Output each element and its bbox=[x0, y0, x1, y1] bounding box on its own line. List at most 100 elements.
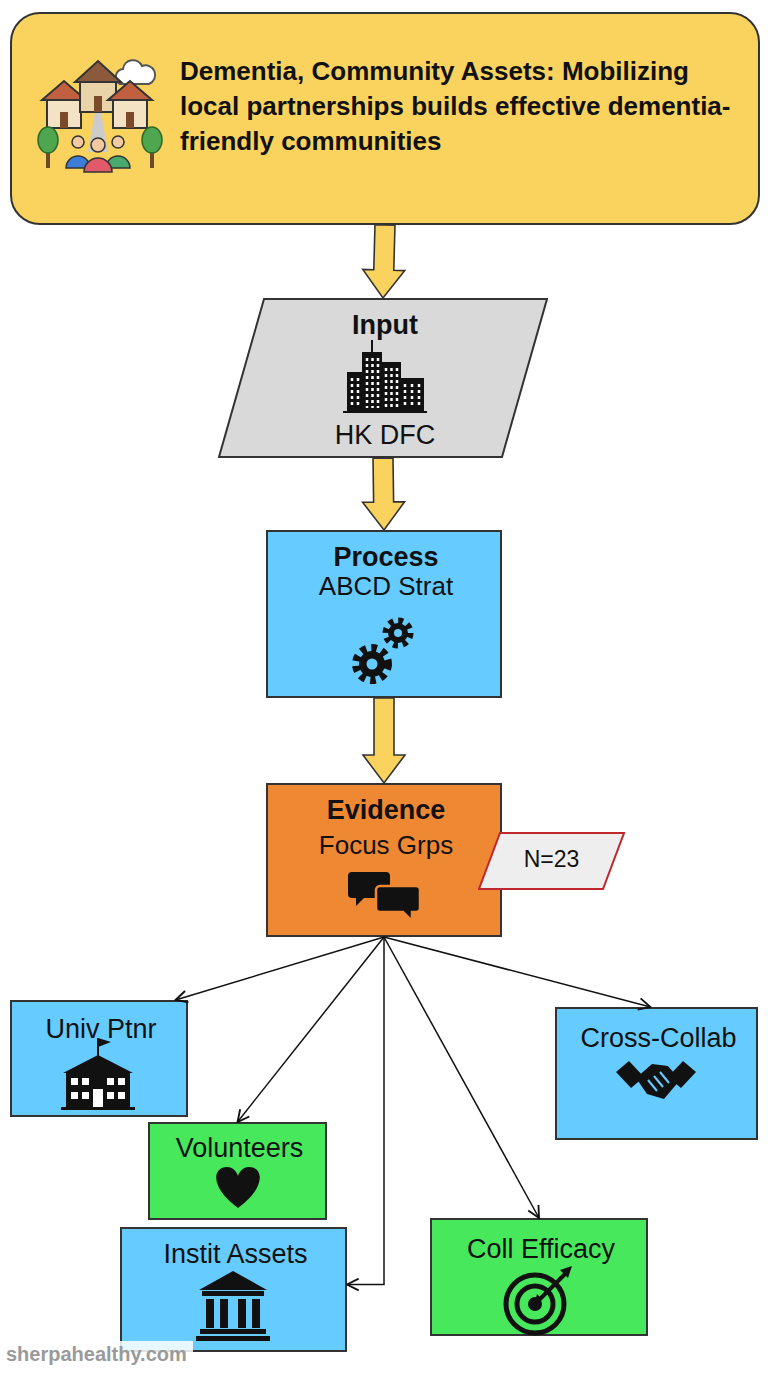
process-box: ProcessABCD Strat bbox=[266, 530, 502, 698]
target-icon bbox=[528, 1297, 542, 1311]
node-text: N=23 bbox=[478, 845, 625, 875]
school-icon bbox=[63, 1055, 133, 1073]
school-icon bbox=[118, 1078, 125, 1085]
asset-box: Coll Efficacy bbox=[430, 1218, 648, 1336]
community-icon bbox=[60, 112, 68, 128]
connector-arrow bbox=[347, 937, 384, 1285]
gears-icon bbox=[356, 648, 388, 680]
bank-icon bbox=[196, 1271, 270, 1341]
community-icon bbox=[46, 148, 50, 168]
city-icon bbox=[362, 352, 382, 412]
handshake-icon bbox=[616, 1061, 644, 1088]
target-icon bbox=[534, 1294, 541, 1305]
connector-arrow bbox=[384, 937, 539, 1218]
parallelogram-shape bbox=[479, 833, 624, 889]
handshake-icon bbox=[648, 1080, 657, 1091]
school-icon bbox=[93, 1089, 103, 1108]
chat-icon bbox=[348, 872, 420, 921]
community-icon bbox=[126, 112, 134, 128]
community-icon bbox=[150, 148, 154, 168]
school-icon bbox=[82, 1078, 89, 1085]
block-arrow bbox=[363, 698, 405, 783]
node-text: Instit Assets bbox=[122, 1237, 349, 1272]
community-icon bbox=[116, 60, 155, 84]
node-text: Univ Ptnr bbox=[12, 1012, 190, 1047]
school-icon bbox=[66, 1072, 130, 1108]
school-icon bbox=[71, 1078, 78, 1085]
city-icon bbox=[418, 384, 421, 408]
target-icon bbox=[537, 1274, 565, 1302]
school-icon bbox=[71, 1092, 78, 1099]
sample-size-tag: N=23 bbox=[478, 832, 625, 890]
handshake-icon bbox=[648, 1072, 669, 1091]
community-icon bbox=[66, 156, 90, 168]
school-icon bbox=[118, 1092, 125, 1099]
node-heading: Evidence bbox=[268, 793, 504, 828]
gears-icon bbox=[388, 623, 408, 643]
target-icon bbox=[560, 1266, 572, 1278]
school-icon bbox=[97, 1038, 99, 1058]
bank-icon bbox=[202, 1291, 264, 1296]
community-icon bbox=[38, 127, 58, 153]
node-text: Volunteers bbox=[150, 1131, 329, 1166]
community-icon bbox=[112, 136, 124, 148]
city-icon bbox=[351, 378, 354, 408]
parallelogram-shape bbox=[219, 299, 547, 457]
target-icon bbox=[517, 1286, 553, 1322]
community-icon bbox=[113, 100, 147, 128]
node-text: Dementia, Community Assets: Mobilizing l… bbox=[180, 54, 750, 159]
connector-arrow bbox=[176, 937, 384, 1000]
bank-icon bbox=[199, 1271, 267, 1290]
connector-arrow bbox=[384, 937, 650, 1007]
heart-icon bbox=[216, 1167, 260, 1208]
chat-icon bbox=[348, 872, 390, 906]
city-icon bbox=[371, 358, 374, 408]
school-icon bbox=[107, 1092, 114, 1099]
school-icon bbox=[61, 1107, 135, 1110]
node-text: Focus Grps bbox=[268, 829, 504, 863]
block-arrow bbox=[363, 458, 405, 530]
community-icon bbox=[108, 81, 152, 100]
city-icon bbox=[381, 362, 401, 412]
node-text: ABCD Strat bbox=[268, 570, 504, 604]
city-icon bbox=[343, 411, 427, 413]
block-arrow bbox=[363, 225, 405, 298]
community-icon bbox=[94, 96, 102, 112]
evidence-box: EvidenceFocus Grps bbox=[266, 783, 502, 937]
school-icon bbox=[98, 1038, 111, 1047]
node-heading: Input bbox=[230, 308, 540, 343]
handshake-icon bbox=[636, 1064, 680, 1099]
city-icon bbox=[352, 358, 419, 408]
node-text: HK DFC bbox=[230, 418, 540, 453]
community-icon bbox=[42, 81, 86, 100]
bank-icon bbox=[196, 1336, 270, 1341]
asset-box: Volunteers bbox=[148, 1122, 327, 1220]
handshake-icon bbox=[654, 1076, 663, 1087]
node-text: Coll Efficacy bbox=[432, 1232, 650, 1267]
heart-icon bbox=[216, 1167, 260, 1208]
connector-arrow bbox=[238, 937, 385, 1122]
city-icon bbox=[411, 384, 414, 408]
handshake-icon bbox=[668, 1061, 696, 1088]
handshake-icon bbox=[660, 1072, 669, 1083]
community-icon bbox=[88, 112, 108, 152]
community-icon bbox=[72, 136, 84, 148]
asset-box: Cross-Collab bbox=[555, 1007, 758, 1140]
gears-icon bbox=[367, 659, 378, 670]
asset-box: Instit Assets bbox=[120, 1227, 347, 1352]
community-icon bbox=[38, 60, 162, 172]
city-icon bbox=[343, 340, 427, 413]
input-parallelogram: Input HK DFC bbox=[218, 298, 548, 458]
community-icon bbox=[106, 156, 130, 168]
node-heading: Process bbox=[268, 540, 504, 575]
target-icon bbox=[506, 1275, 564, 1333]
title-box: Dementia, Community Assets: Mobilizing l… bbox=[10, 12, 760, 225]
school-icon bbox=[61, 1038, 135, 1110]
city-icon bbox=[404, 384, 407, 408]
chat-icon bbox=[376, 886, 420, 921]
bank-icon bbox=[220, 1299, 228, 1328]
city-icon bbox=[371, 340, 373, 352]
city-icon bbox=[366, 358, 369, 408]
